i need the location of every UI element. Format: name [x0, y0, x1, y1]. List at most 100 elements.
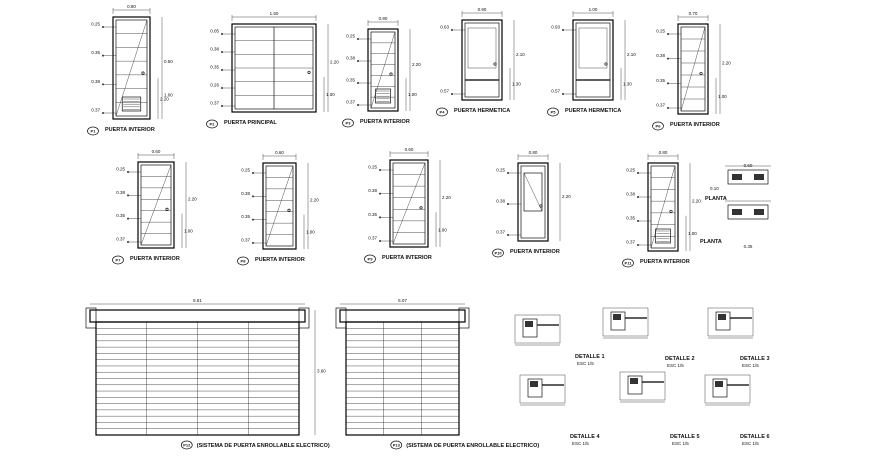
side-dim: 0.35 [656, 78, 665, 83]
door-tag-label: P7 [116, 258, 122, 263]
door-tag-circle [436, 107, 448, 117]
door-tag-label: P6 [656, 124, 662, 129]
leader-dot [507, 172, 509, 174]
leader-dot [252, 172, 254, 174]
side-dim: 0.35 [91, 50, 100, 55]
leader-dot [102, 54, 104, 57]
swing-line [650, 165, 676, 249]
side-dim: 0.93 [551, 25, 560, 30]
side-dim: 0.05 [210, 29, 219, 34]
dim-width: 0.80 [659, 150, 668, 155]
door-tag-label: P11 [625, 261, 633, 266]
door-tag-label: P4 [440, 110, 446, 115]
rollup-motor-right [458, 307, 470, 329]
detail-outline [602, 307, 649, 337]
leader-dot [221, 105, 223, 107]
leader-dot [379, 216, 381, 219]
detail-profile [610, 311, 626, 331]
side-dim: 0.63 [440, 25, 449, 30]
hermetic-window [578, 27, 608, 69]
leader-dot [379, 169, 381, 171]
leader-dot [102, 112, 104, 114]
dim-height: 2.20 [412, 62, 421, 67]
side-dim: 0.37 [346, 100, 355, 105]
leader-dot [357, 60, 359, 62]
side-dim: 0.35 [210, 65, 219, 70]
side-dim: 0.57 [551, 89, 560, 94]
dim-width: 1.50 [270, 11, 279, 16]
door-frame [677, 23, 709, 115]
detail-hatch [630, 378, 638, 384]
door-tag-circle [87, 126, 99, 136]
dim-height: 0.50 [164, 59, 173, 64]
dim-height: 2.20 [442, 195, 451, 200]
door-tag-circle [206, 119, 218, 129]
door-handle [141, 71, 145, 75]
rollup-housing [89, 309, 306, 323]
leader-dot [357, 38, 359, 40]
dim-height-sub: 1.30 [512, 82, 521, 87]
door-handle [307, 70, 311, 74]
leader-dot [127, 194, 129, 197]
detail-profile [712, 378, 728, 398]
door-leaf [650, 165, 676, 249]
leader-dot [357, 82, 359, 84]
side-dim: 0.35 [241, 214, 250, 219]
door-frame [517, 162, 549, 242]
side-dim: 0.38 [496, 199, 505, 204]
door-tag-label: P2 [210, 122, 216, 127]
leader-dot [221, 33, 223, 35]
door-leaf [265, 165, 294, 247]
dim-height: 2.20 [310, 198, 319, 203]
rollup-caption: (SISTEMA DE PUERTA ENROLLABLE ELECTRICO) [406, 443, 539, 449]
dim-width: 0.80 [379, 16, 388, 21]
door-leaf [115, 19, 148, 117]
swing-line [140, 164, 172, 246]
side-dim: 0.38 [116, 190, 125, 195]
dim-height: 2.20 [562, 194, 571, 199]
door-tag-circle [364, 254, 376, 264]
dim-height-sub: 1.00 [184, 229, 193, 234]
hermetic-window [467, 27, 497, 69]
detail-name: DETALLE 3 [740, 356, 770, 362]
detail-hatch [715, 381, 723, 387]
leader-dot [637, 220, 639, 222]
planta-dim-bottom: 0.35 [744, 244, 753, 249]
door-frame [389, 159, 429, 248]
dim-height: 2.20 [188, 197, 197, 202]
dim-height-sub: 2.20 [160, 97, 169, 102]
door-caption: PUERTA INTERIOR [105, 127, 155, 133]
detail-profile [527, 378, 543, 398]
detail-scale: ESC 1/5 [577, 361, 594, 366]
door-tag-label: P8 [241, 259, 247, 264]
door-tag-label: P9 [368, 257, 374, 262]
side-dim: 0.25 [368, 165, 377, 170]
side-dim: 0.35 [626, 216, 635, 221]
vent-grill [375, 88, 391, 104]
side-dim: 0.25 [656, 29, 665, 34]
detail-profile [715, 311, 731, 331]
side-dim: 0.37 [626, 240, 635, 245]
door-caption: PUERTA PRINCIPAL [224, 120, 277, 126]
door-tag-circle [622, 258, 634, 268]
side-dim: 0.37 [116, 237, 125, 242]
rollup-height: 3.60 [317, 369, 326, 374]
leader-dot [451, 93, 453, 95]
detail-profile [522, 318, 538, 338]
leader-dot [252, 195, 254, 198]
dim-height-3: 1.00 [164, 93, 173, 98]
detail-name: DETALLE 5 [670, 434, 700, 440]
planta-jamb [754, 174, 764, 180]
dim-width: 0.60 [275, 150, 284, 155]
detail-hatch [525, 321, 533, 327]
dim-height-sub: 1.00 [688, 231, 697, 236]
leader-dot [667, 107, 669, 109]
side-dim: 0.37 [368, 236, 377, 241]
door-tag-label: P5 [551, 110, 557, 115]
detail-outline [514, 314, 561, 344]
door-handle [165, 207, 169, 211]
door-frame [367, 28, 399, 112]
dim-height-sub: 1.00 [438, 227, 447, 232]
detail-hatch [718, 314, 726, 320]
